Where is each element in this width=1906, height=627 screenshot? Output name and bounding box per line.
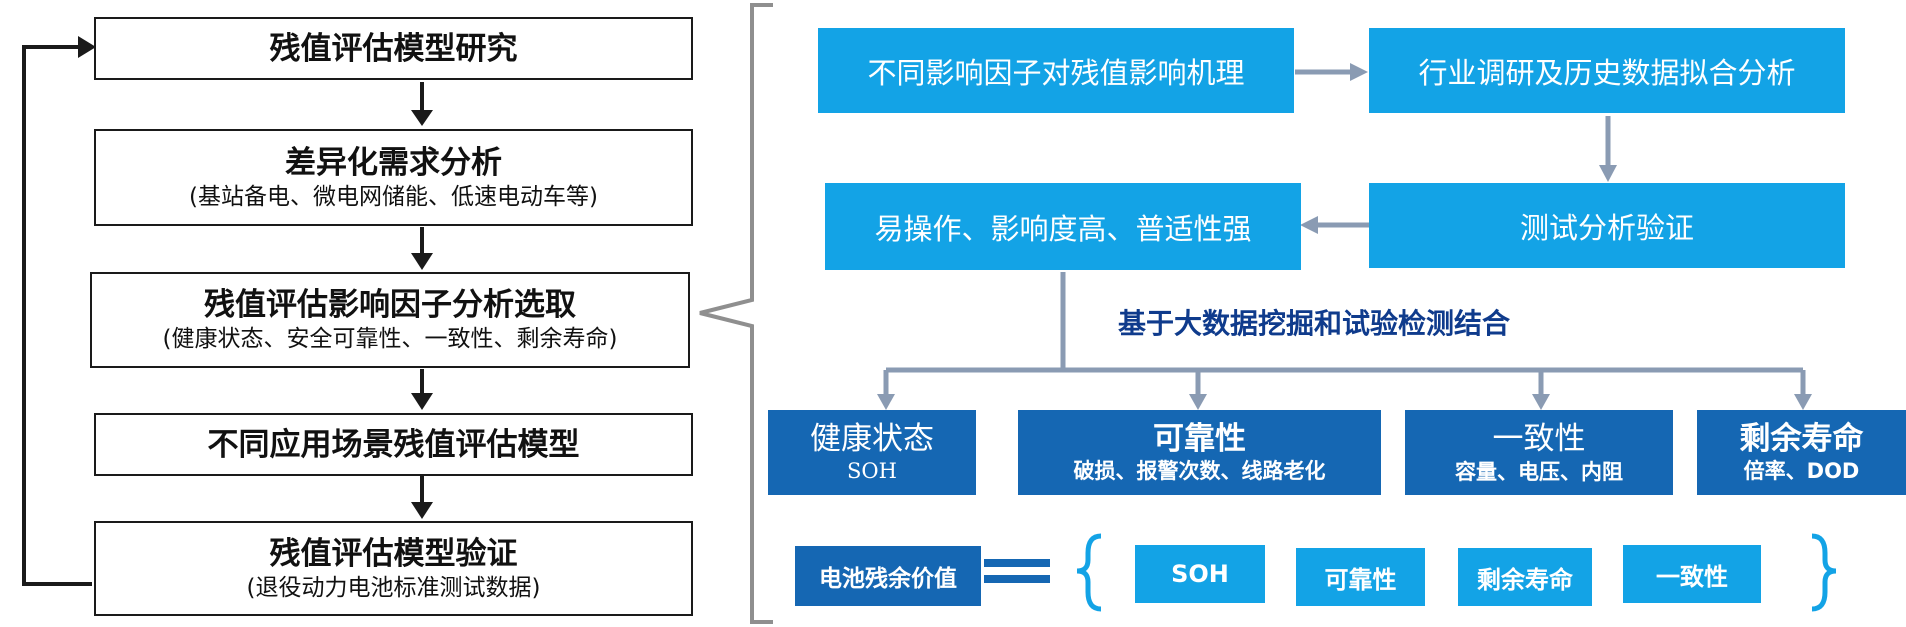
equals-sign	[984, 559, 1050, 583]
factor-consistency: 一致性 容量、电压、内阻	[1405, 410, 1673, 495]
battery-residual-value-label: 电池残余价值	[795, 546, 981, 606]
factor-subtitle: 容量、电压、内阻	[1455, 459, 1623, 484]
term-soh: SOH	[1135, 545, 1265, 603]
flow-step-demand-analysis: 差异化需求分析 (基站备电、微电网储能、低速电动车等)	[94, 129, 693, 226]
box-test-verification: 测试分析验证	[1369, 183, 1845, 268]
flow-step-title: 差异化需求分析	[285, 144, 502, 181]
left-curly-brace	[1076, 533, 1102, 612]
box-influence-mechanism: 不同影响因子对残值影响机理	[818, 28, 1294, 113]
box-industry-research: 行业调研及历史数据拟合分析	[1369, 28, 1845, 113]
flow-step-scenario-models: 不同应用场景残值评估模型	[94, 413, 693, 476]
term-remaining-life: 剩余寿命	[1458, 548, 1592, 606]
box-criteria: 易操作、影响度高、普适性强	[825, 183, 1301, 270]
factor-title: 可靠性	[1153, 421, 1246, 457]
flow-step-subtitle: (基站备电、微电网储能、低速电动车等)	[189, 183, 598, 210]
flow-step-title: 残值评估模型验证	[269, 535, 518, 572]
factor-subtitle: SOH	[847, 459, 897, 483]
factor-reliability: 可靠性 破损、报警次数、线路老化	[1018, 410, 1381, 495]
factor-title: 健康状态	[810, 421, 934, 457]
factor-subtitle: 倍率、DOD	[1743, 459, 1860, 483]
factor-title: 一致性	[1492, 421, 1586, 457]
flow-step-title: 不同应用场景残值评估模型	[207, 426, 580, 463]
flow-step-title: 残值评估模型研究	[269, 30, 518, 67]
flow-step-subtitle: (退役动力电池标准测试数据)	[246, 574, 541, 601]
right-curly-brace	[1811, 533, 1837, 612]
factor-remaining-life: 剩余寿命 倍率、DOD	[1697, 410, 1906, 495]
factor-subtitle: 破损、报警次数、线路老化	[1073, 459, 1326, 483]
term-consistency: 一致性	[1623, 545, 1761, 603]
factor-health-status: 健康状态 SOH	[768, 410, 976, 495]
flow-step-title: 残值评估影响因子分析选取	[204, 287, 576, 323]
feedback-loop-arrow	[22, 45, 92, 586]
term-reliability: 可靠性	[1296, 548, 1425, 606]
flow-step-model-validation: 残值评估模型验证 (退役动力电池标准测试数据)	[94, 521, 693, 616]
flow-step-factor-selection: 残值评估影响因子分析选取 (健康状态、安全可靠性、一致性、剩余寿命)	[90, 272, 690, 368]
flow-step-model-research: 残值评估模型研究	[94, 17, 693, 80]
method-caption: 基于大数据挖掘和试验检测结合	[1118, 307, 1511, 340]
factor-title: 剩余寿命	[1739, 421, 1864, 457]
left-bracket	[699, 3, 773, 624]
flow-step-subtitle: (健康状态、安全可靠性、一致性、剩余寿命)	[162, 326, 618, 352]
